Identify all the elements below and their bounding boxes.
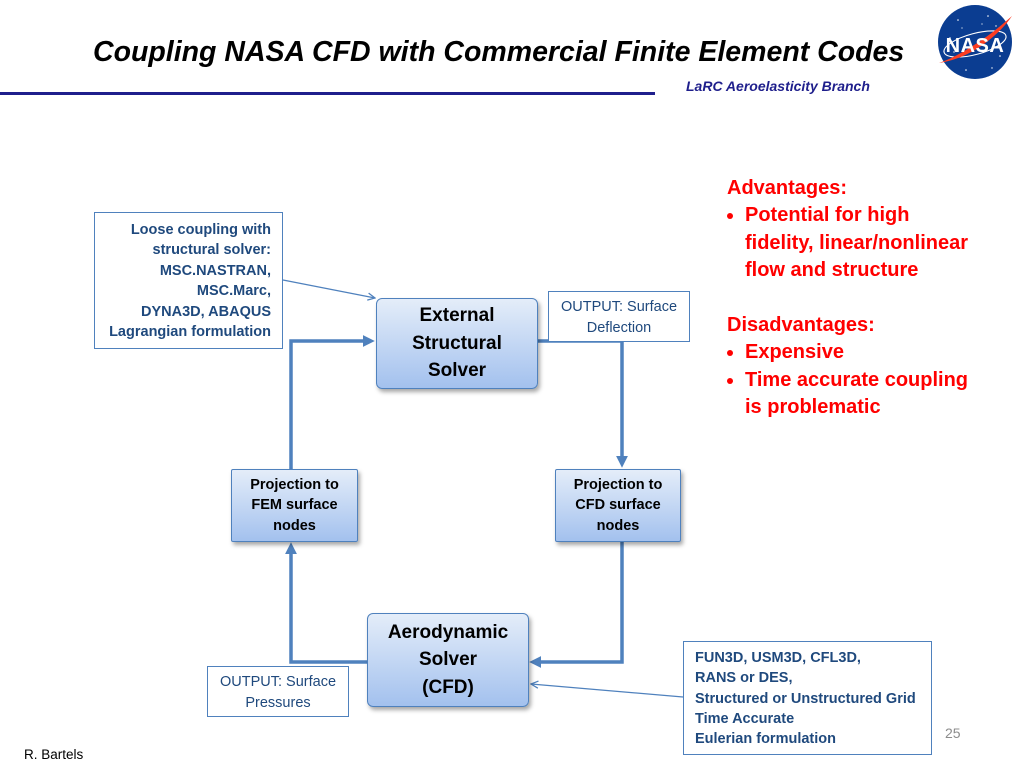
cfd-projection-label: Projection to <box>573 476 663 493</box>
nasa-logo: NASA <box>938 5 1012 79</box>
structural-note-line: DYNA3D, ABAQUS <box>141 303 271 320</box>
output-pressures-box: OUTPUT: Surface Pressures <box>207 666 349 717</box>
aerodynamic-solver-label: Solver <box>418 649 478 671</box>
structural-note-line: Loose coupling with <box>130 222 271 238</box>
cfd-projection-label: nodes <box>596 517 640 534</box>
logo-stars <box>949 15 1001 71</box>
output-deflection-box: OUTPUT: Surface Deflection <box>548 291 690 342</box>
arrow-structural-solver-to-cfd-projection <box>537 339 628 468</box>
cfd-note-line: Time Accurate <box>695 710 795 727</box>
cfd-note-line: Eulerian formulation <box>695 731 836 748</box>
advantage-item: Potential for high fidelity, linear/nonl… <box>745 202 1017 284</box>
cfd-note-line: Structured or Unstructured Grid <box>695 690 916 707</box>
structural-note-line: MSC.NASTRAN, <box>159 262 271 279</box>
advantage-line: fidelity, linear/nonlinear <box>745 231 969 254</box>
disadvantage-line: Time accurate coupling <box>745 368 969 391</box>
fem-projection-label: nodes <box>273 517 316 534</box>
advantages-list: Potential for high fidelity, linear/nonl… <box>727 202 1017 284</box>
logo-wordmark: NASA <box>946 35 1005 57</box>
pointer-cfd-note <box>531 684 684 698</box>
branch-name: LaRC Aeroelasticity Branch <box>686 78 870 94</box>
page-number: 25 <box>945 725 961 741</box>
disadvantage-item: Expensive <box>745 339 1017 366</box>
fem-projection-label: Projection to <box>250 476 339 493</box>
output-deflection-label: Deflection <box>586 319 652 336</box>
structural-note-line: structural solver: <box>152 242 271 259</box>
fem-projection-label: FEM surface <box>251 497 338 514</box>
title-underline <box>0 92 655 95</box>
slide-title: Coupling NASA CFD with Commercial Finite… <box>93 36 905 68</box>
structural-note-line: MSC.Marc, <box>196 283 271 300</box>
disadvantages-list: Expensive Time accurate coupling is prob… <box>727 339 1017 421</box>
structural-solver-label: Solver <box>427 360 487 382</box>
pros-cons-panel: Advantages: Potential for high fidelity,… <box>727 175 1017 422</box>
arrow-fem-projection-to-structural-solver <box>289 335 375 469</box>
aerodynamic-solver-label: Aerodynamic <box>387 621 509 643</box>
fem-projection-box: Projection to FEM surface nodes <box>231 469 358 542</box>
advantage-line: Potential for high <box>745 204 910 227</box>
structural-note-line: Lagrangian formulation <box>109 324 271 341</box>
cfd-projection-box: Projection to CFD surface nodes <box>555 469 681 542</box>
disadvantage-line: Expensive <box>745 341 844 364</box>
output-pressures-label: OUTPUT: Surface <box>219 674 337 690</box>
aerodynamic-solver-box: Aerodynamic Solver (CFD) <box>367 613 529 707</box>
disadvantages-heading: Disadvantages: <box>727 314 875 337</box>
output-deflection-label: OUTPUT: Surface <box>560 299 678 315</box>
section-spacer <box>727 285 1017 312</box>
pointer-structural-note <box>282 279 375 298</box>
advantages-heading: Advantages: <box>727 177 848 199</box>
cfd-note-line: FUN3D, USM3D, CFL3D, <box>695 650 861 666</box>
structural-solver-label: External <box>419 305 495 327</box>
arrow-aerodynamic-solver-to-fem-projection <box>285 542 367 664</box>
cfd-codes-note: FUN3D, USM3D, CFL3D, RANS or DES, Struct… <box>683 641 932 755</box>
logo-globe <box>938 5 1012 79</box>
disadvantage-line: is problematic <box>745 396 881 419</box>
output-pressures-label: Pressures <box>245 694 311 711</box>
advantage-line: flow and structure <box>745 259 919 282</box>
author-name: R. Bartels <box>24 747 84 762</box>
cfd-projection-label: CFD surface <box>575 497 661 514</box>
disadvantage-item: Time accurate coupling is problematic <box>745 367 1017 422</box>
aerodynamic-solver-label: (CFD) <box>422 676 474 698</box>
cfd-note-line: RANS or DES, <box>695 670 793 687</box>
structural-solver-label: Structural <box>412 332 502 354</box>
structural-solver-note: Loose coupling with structural solver: M… <box>94 212 283 349</box>
arrow-cfd-projection-to-aerodynamic-solver <box>529 541 624 668</box>
structural-solver-box: External Structural Solver <box>376 298 538 389</box>
logo-orbit <box>943 30 1007 58</box>
